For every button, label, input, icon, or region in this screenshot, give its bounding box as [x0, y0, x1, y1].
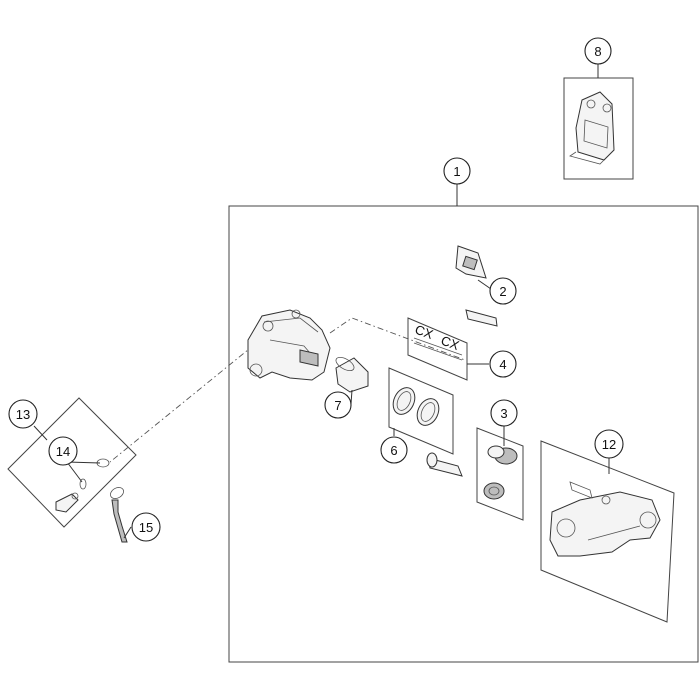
callout-2: 2 [489, 277, 517, 305]
callout-13: 13 [8, 399, 38, 429]
callout-7-label: 7 [334, 398, 341, 413]
caliper-bracket-drawing [549, 481, 661, 557]
leader-line-7 [350, 389, 353, 405]
brake-pad-kit-drawing [569, 91, 615, 165]
callout-12: 12 [594, 429, 624, 459]
pad-spring-drawing [455, 245, 498, 327]
guide-pin-drawing [426, 452, 463, 477]
leader-line-14 [66, 461, 101, 483]
leader-line-15 [123, 526, 132, 539]
bleeder-hose-drawing [110, 487, 128, 543]
piston-drawing [335, 356, 369, 393]
callout-14: 14 [48, 436, 78, 466]
part-4-frame [407, 317, 468, 381]
callout-14-label: 14 [56, 444, 70, 459]
pad-pin-kit-drawing: CX CX [413, 322, 463, 361]
caliper-body-drawing [247, 309, 331, 381]
callout-8-label: 8 [594, 44, 601, 59]
callout-7: 7 [324, 391, 352, 419]
leader-line-13 [33, 425, 48, 441]
sleeve-kit-drawing [483, 445, 518, 500]
callout-4-label: 4 [499, 357, 506, 372]
callout-3: 3 [490, 399, 518, 427]
pad-mark-a: CX [413, 322, 435, 342]
callout-15-label: 15 [139, 520, 153, 535]
callout-6-label: 6 [390, 443, 397, 458]
callout-2-label: 2 [499, 284, 506, 299]
callout-1-label: 1 [453, 164, 460, 179]
callout-15: 15 [131, 512, 161, 542]
callout-12-label: 12 [602, 437, 616, 452]
pad-mark-b: CX [439, 333, 461, 353]
callout-4: 4 [489, 350, 517, 378]
callout-8: 8 [584, 37, 612, 65]
callout-6: 6 [380, 436, 408, 464]
callout-3-label: 3 [500, 406, 507, 421]
leader-line-2 [477, 279, 492, 290]
assembly-line-caliper-to-bleeder [109, 344, 255, 463]
seal-kit-drawing [392, 387, 440, 426]
callout-1: 1 [443, 157, 471, 185]
callout-13-label: 13 [16, 407, 30, 422]
